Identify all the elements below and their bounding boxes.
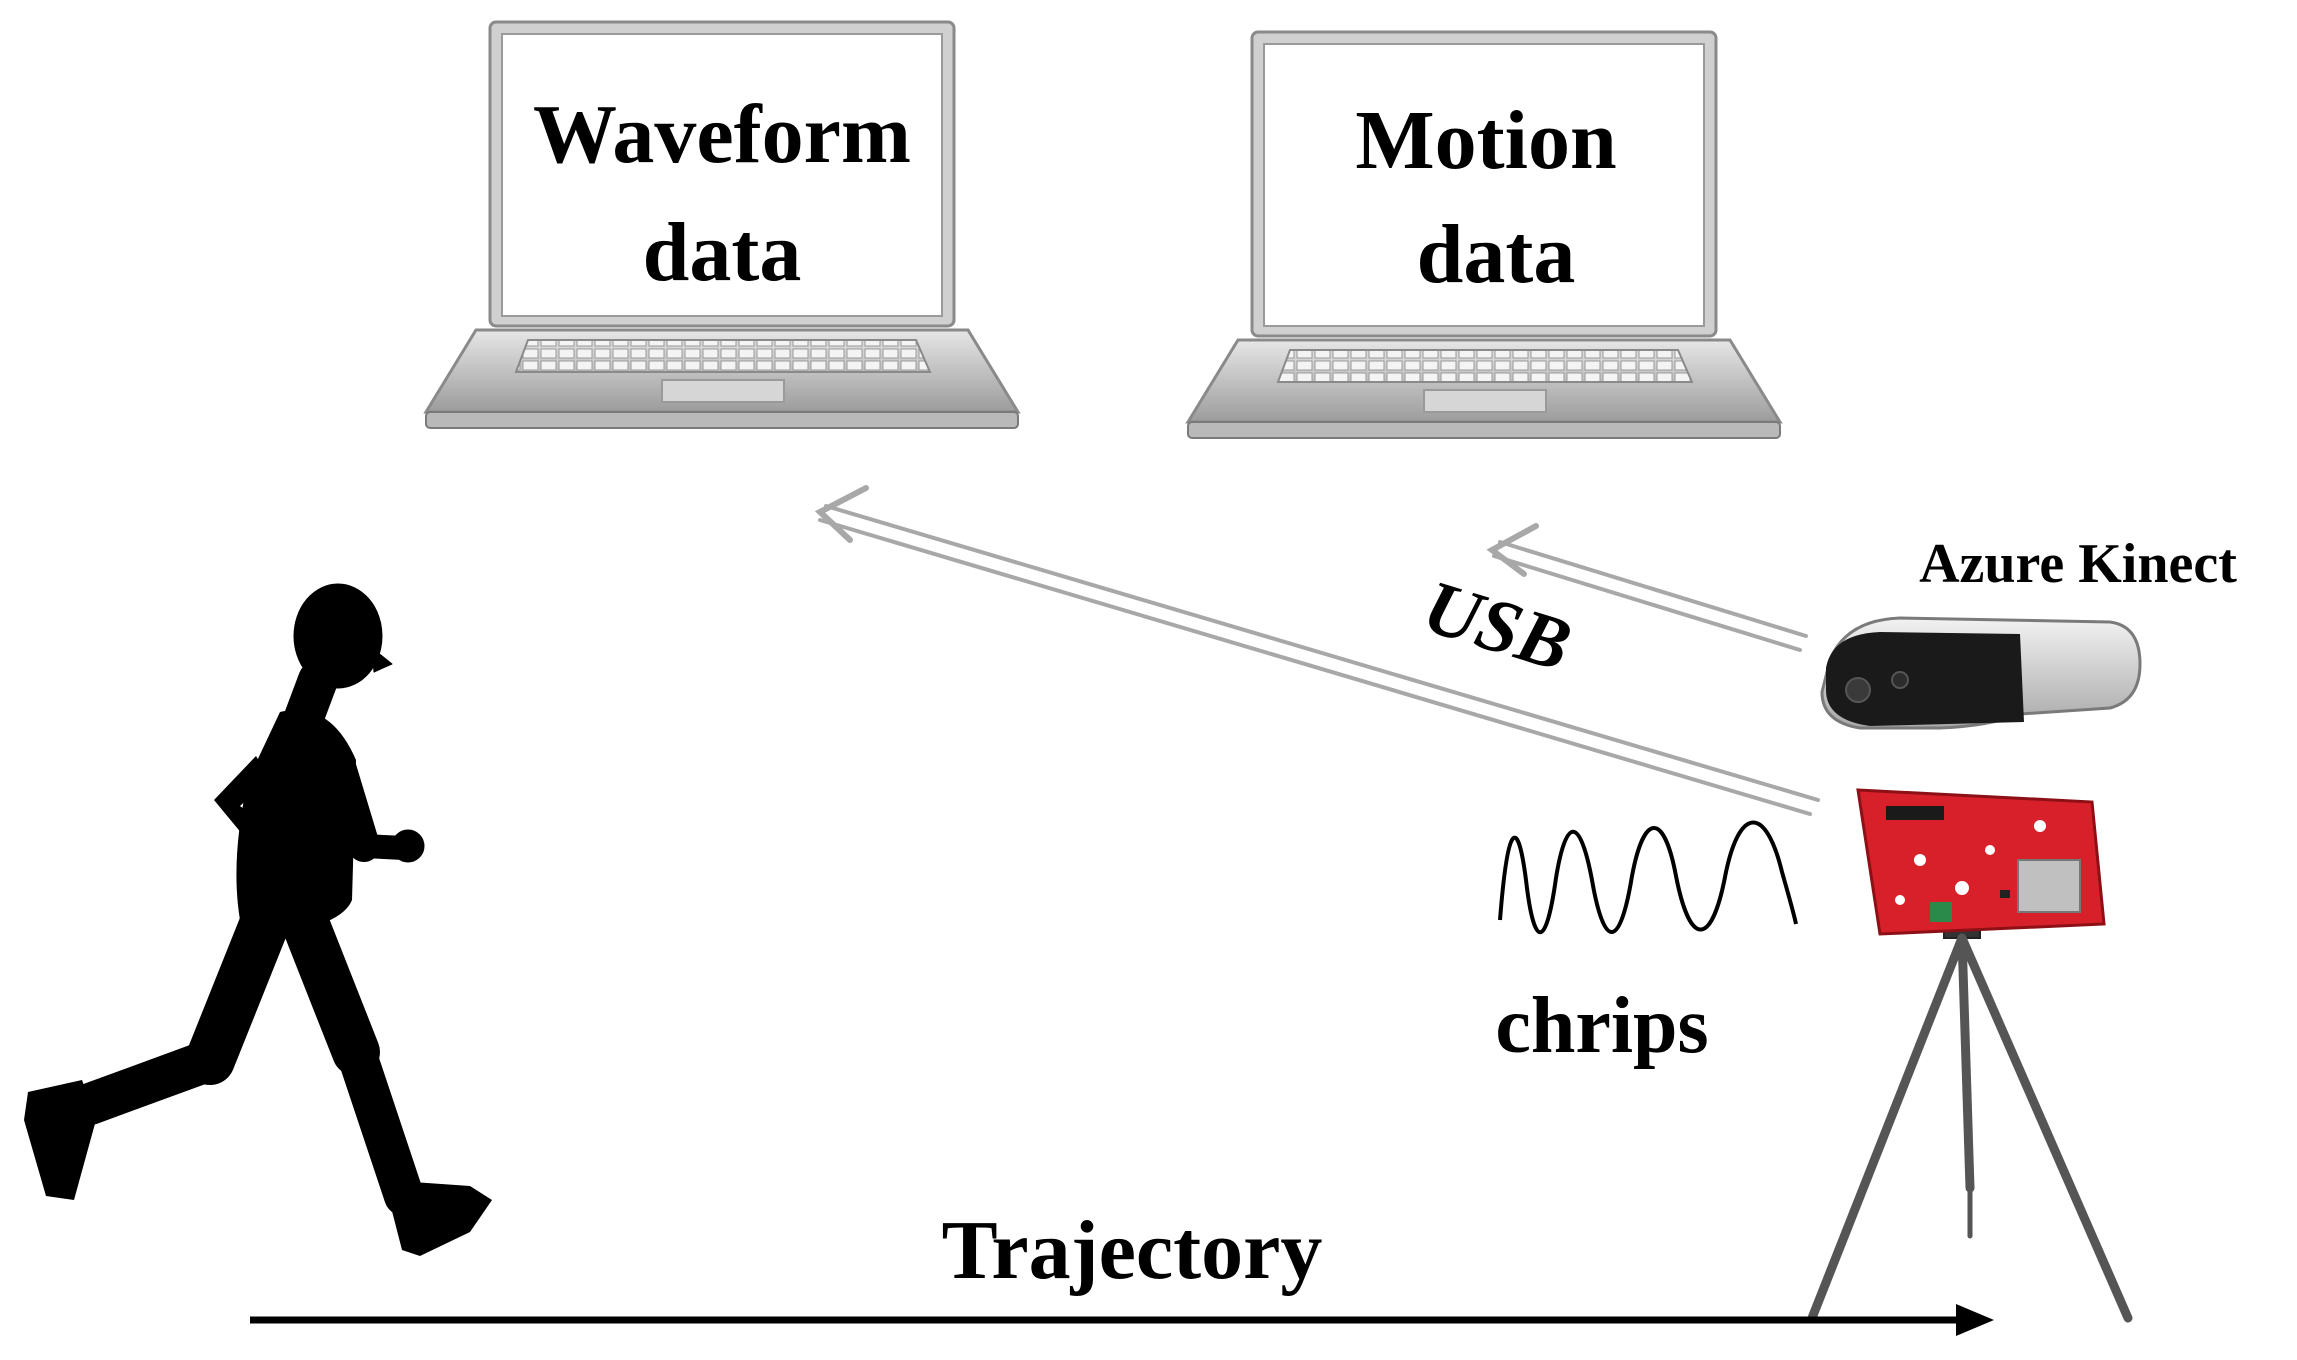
laptop-waveform-line1: Waveform [533, 88, 911, 181]
usb-cable-kinect [1486, 523, 1808, 652]
runner-silhouette [24, 583, 492, 1256]
board-antenna [2017, 859, 2081, 913]
chrips-label: chrips [1495, 982, 1708, 1070]
kinect-lens-icon [1845, 677, 1871, 703]
radar-board [1856, 788, 2106, 936]
laptop-waveform: Waveform data [423, 20, 1021, 429]
laptop-base-edge [425, 411, 1019, 429]
usb-label: USB [1414, 564, 1580, 688]
laptop-motion: Motion data [1185, 30, 1783, 439]
board-connector [1930, 902, 1952, 922]
laptop-screen [501, 33, 943, 317]
laptop-screen [1263, 43, 1705, 327]
laptop-motion-line2: data [1417, 208, 1576, 301]
laptop-motion-line1: Motion [1355, 94, 1616, 187]
trajectory-arrow [250, 1304, 1994, 1336]
tripod [1807, 903, 2133, 1323]
laptop-waveform-line2: data [643, 206, 802, 299]
azure-kinect-camera [1820, 616, 2142, 730]
laptop-base-edge [1187, 421, 1781, 439]
kinect-sensor-icon [1891, 671, 1909, 689]
laptop-touchpad [1423, 389, 1547, 413]
kinect-front-face [1826, 632, 2024, 726]
board-chip [1886, 806, 1944, 820]
chirp-wave [1498, 820, 1798, 934]
azure-kinect-label: Azure Kinect [1919, 533, 2237, 595]
usb-cable-radar [814, 485, 1820, 816]
arrow-head [1486, 523, 1539, 577]
arrow-head [814, 485, 869, 543]
laptop-touchpad [661, 379, 785, 403]
laptop-keyboard [1276, 349, 1694, 383]
laptop-keyboard [514, 339, 932, 373]
trajectory-label: Trajectory [942, 1204, 1323, 1297]
